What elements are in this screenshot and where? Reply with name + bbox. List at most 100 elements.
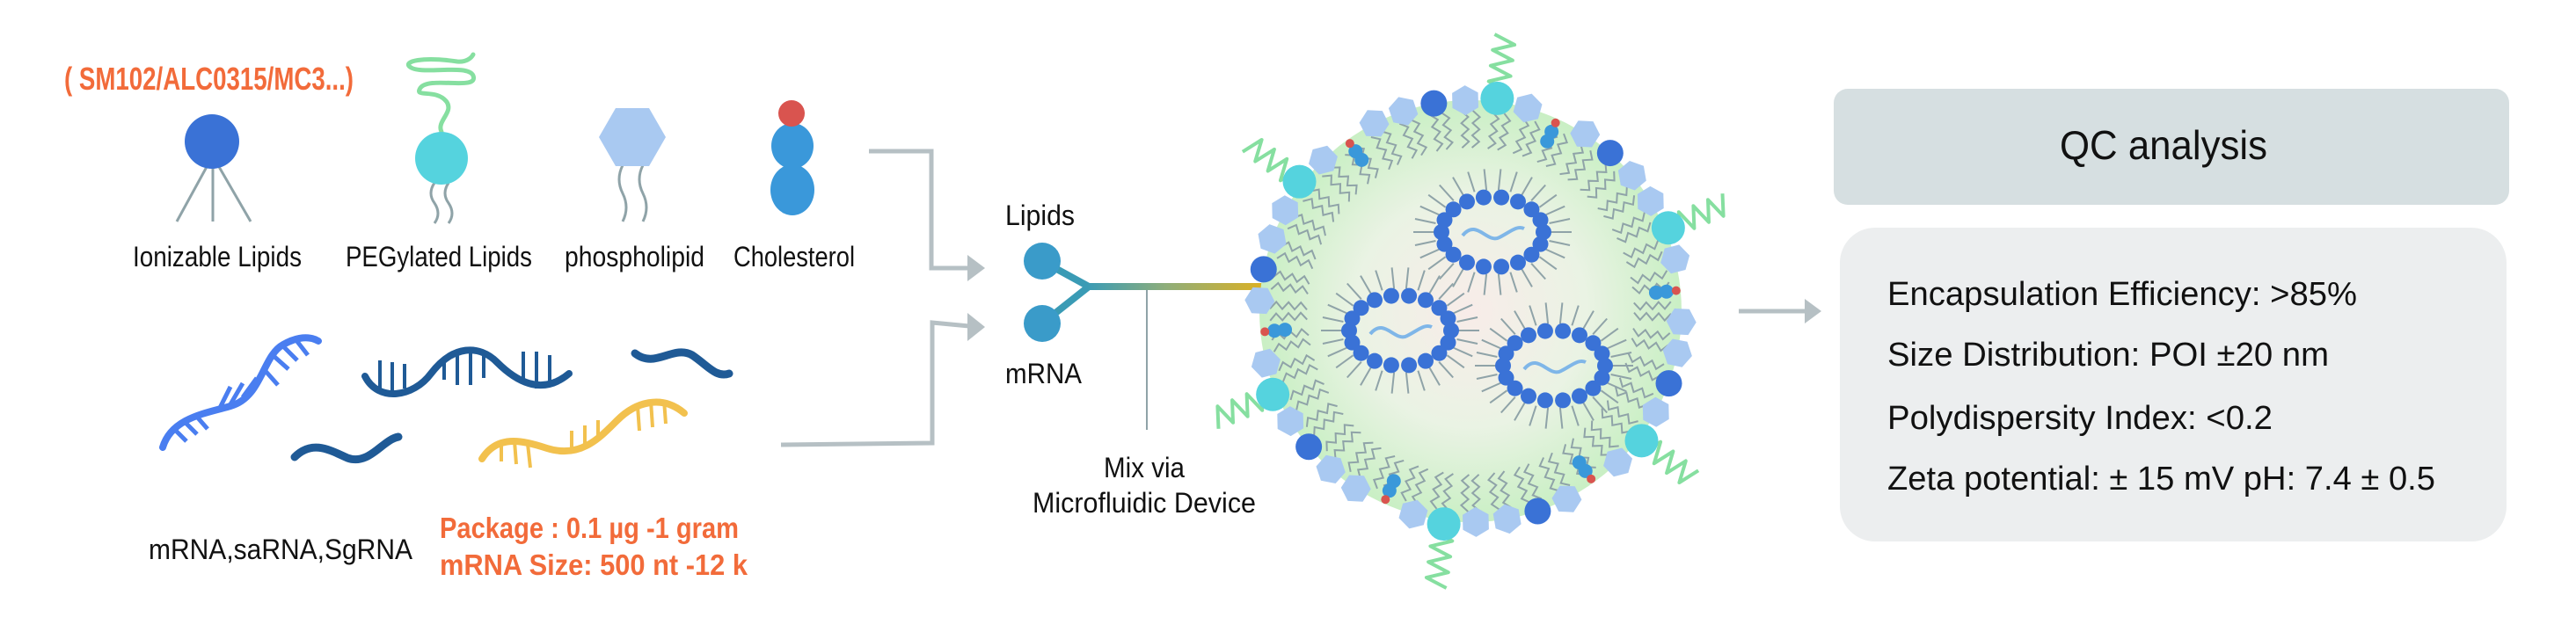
shell-cholesterol-head-icon (1587, 474, 1596, 483)
lipid-tail (1310, 188, 1340, 214)
shell-phospholipid-icon (1642, 396, 1669, 427)
micelle-tail (1375, 270, 1383, 291)
micelle-tail (1582, 402, 1594, 421)
lipid-tail (1289, 379, 1324, 401)
lipid-tail (1278, 353, 1316, 372)
micelle-ionizable-bead (1367, 292, 1383, 309)
mix-via-label: Mix via (1104, 452, 1185, 483)
lipid-tail (1625, 251, 1663, 269)
micelle-tail (1360, 367, 1372, 386)
inverse-micelle (1413, 169, 1572, 295)
micelle-tail (1544, 407, 1550, 429)
lipid-tail (1429, 471, 1444, 510)
micelle-tail (1405, 267, 1410, 289)
lipid-tail (1330, 166, 1358, 195)
lipid-tail (1280, 241, 1317, 260)
lipid-tail (1354, 146, 1379, 178)
lipid-tail (1536, 127, 1558, 163)
micelle-tail (1509, 171, 1518, 193)
shell-pegylated-lipid-icon (1427, 507, 1461, 541)
rna-connector-arrow (780, 313, 985, 447)
shell-ionizable-lipid-icon (1250, 256, 1277, 283)
package-range-label: Package : 0.1 µg -1 gram (440, 512, 739, 544)
micelle-ionizable-bead (1594, 345, 1610, 362)
shell-ionizable-lipid-icon (1295, 433, 1323, 461)
micelle-tail (1500, 396, 1516, 414)
shell-cholesterol-icon (1278, 323, 1293, 338)
lipid-tail (1441, 473, 1454, 512)
lipid-tail (1512, 117, 1530, 155)
micelle-tail (1467, 272, 1476, 293)
micelle-tail (1327, 303, 1348, 315)
micelle-ionizable-bead (1585, 335, 1602, 352)
shell-phospholipid-icon (1617, 161, 1646, 191)
micelle-ionizable-bead (1475, 258, 1492, 275)
pegylated-lipid-icon (405, 52, 476, 224)
lipid-tail (1547, 452, 1571, 486)
lipids-connector-arrow (869, 149, 985, 281)
micelle-ionizable-bead (1572, 388, 1587, 404)
rna-strand-short-1-icon (631, 348, 733, 379)
lipid-tail (1487, 111, 1500, 149)
micelle-tail (1419, 248, 1441, 259)
micelle-ionizable-bead (1597, 358, 1613, 374)
lipid-tail (1295, 388, 1330, 411)
micelle-tail (1428, 367, 1441, 386)
lipid-tail (1305, 403, 1338, 427)
micelle-tail (1592, 396, 1608, 414)
qc-details-box (1840, 228, 2507, 541)
micelle-tail (1414, 218, 1436, 224)
lipid-tail (1545, 133, 1569, 167)
micelle-tail (1427, 256, 1447, 271)
micelle-ionizable-bead (1536, 323, 1553, 339)
lipid-tail (1486, 472, 1500, 511)
micelle-ionizable-bead (1521, 327, 1536, 344)
micelle-ionizable-bead (1536, 224, 1551, 240)
micelle-ionizable-bead (1367, 352, 1383, 369)
micelle-ionizable-bead (1510, 193, 1526, 210)
micelle-ionizable-bead (1459, 193, 1475, 210)
micelle-tail (1417, 270, 1426, 291)
lipid-tail (1372, 455, 1396, 490)
micelle-tail (1521, 177, 1533, 196)
shell-pegylated-lipid-icon (1651, 211, 1685, 245)
micelle-tail (1606, 338, 1627, 350)
lipid-tail (1411, 468, 1429, 505)
micelle-tail (1346, 361, 1362, 379)
lipid-tail (1633, 301, 1672, 311)
micelle-tail (1549, 218, 1571, 224)
micelle-tail (1438, 282, 1454, 300)
shell-phospholipid-icon (1551, 485, 1582, 512)
shell-phospholipid-icon (1660, 244, 1690, 274)
micelle-ionizable-bead (1572, 327, 1587, 344)
micelle-tail (1530, 263, 1546, 280)
micelle-tail (1405, 372, 1410, 394)
micelle-ionizable-bead (1341, 323, 1357, 338)
lipid-tail (1370, 136, 1394, 171)
rna-helix-yellow-icon (478, 398, 688, 469)
micelle-ionizable-bead (1431, 300, 1448, 316)
micelle-tail (1446, 354, 1465, 369)
shell-pegylated-lipid-icon (1624, 424, 1659, 458)
micelle-tail (1335, 354, 1354, 369)
micelle-ionizable-bead (1434, 224, 1449, 240)
shell-phospholipid-icon (1603, 447, 1632, 477)
shell-phospholipid-icon (1388, 97, 1419, 126)
lipid-tail (1567, 150, 1594, 181)
lipid-tail (1538, 457, 1560, 492)
inverse-micelle (1475, 302, 1633, 429)
micelle-ionizable-bead (1418, 352, 1434, 369)
lipid-tail (1616, 222, 1652, 243)
shell-cholesterol-head-icon (1551, 118, 1560, 127)
micelle-tail (1497, 169, 1502, 191)
microfluidic-device-label: Microfluidic Device (1033, 487, 1256, 519)
micelle-tail (1514, 310, 1526, 330)
micelle-tail (1452, 303, 1473, 315)
micelle-tail (1582, 310, 1594, 330)
qc-size-distribution: Size Distribution: POI ±20 nm (1887, 337, 2329, 374)
micelle-ionizable-bead (1498, 369, 1514, 386)
lipid-tail (1410, 119, 1428, 156)
micelle-tail (1606, 381, 1627, 393)
lipid-tail (1603, 195, 1636, 220)
micelle-tail (1497, 273, 1502, 295)
